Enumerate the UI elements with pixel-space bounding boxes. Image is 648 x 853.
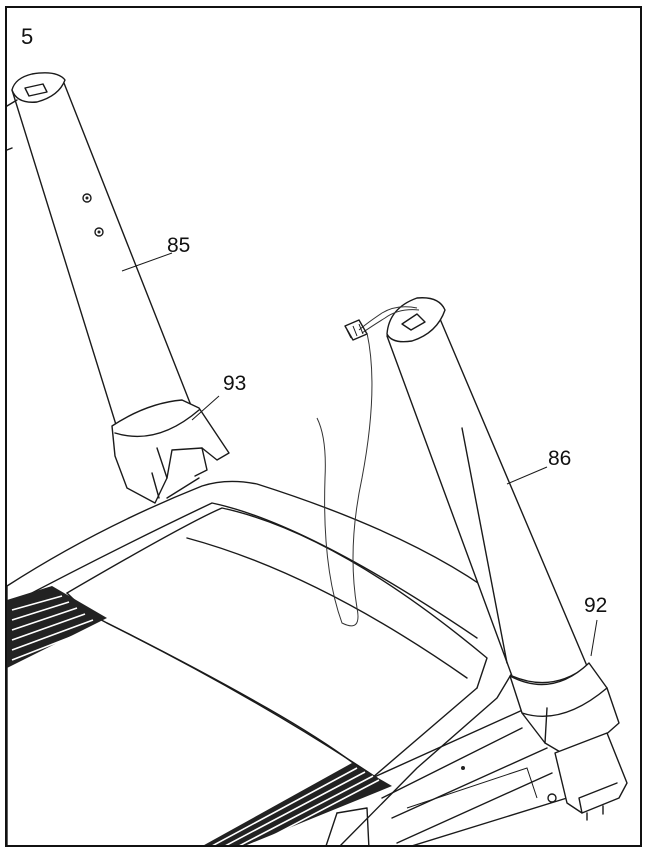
leader-93 <box>191 395 220 421</box>
bottom-tread-slats <box>204 763 392 845</box>
callout-93: 93 <box>223 372 246 395</box>
leader-86 <box>506 466 548 485</box>
right-shroud-92 <box>509 662 628 821</box>
step-number: 5 <box>21 24 34 49</box>
leader-92 <box>590 619 598 657</box>
left-shroud-93 <box>111 399 230 504</box>
right-upright-86 <box>386 297 588 684</box>
treadmill-hood <box>7 480 568 845</box>
assembly-drawing: 85 93 86 92 <box>7 72 628 845</box>
leader-85 <box>121 252 173 272</box>
callout-86: 86 <box>548 447 571 470</box>
instruction-frame: 85 93 86 92 5 <box>5 6 642 847</box>
left-tread-slats <box>7 586 107 668</box>
left-upright-85 <box>7 72 193 432</box>
callout-85: 85 <box>167 234 190 257</box>
callout-92: 92 <box>584 594 607 617</box>
upright-wire <box>316 306 420 627</box>
